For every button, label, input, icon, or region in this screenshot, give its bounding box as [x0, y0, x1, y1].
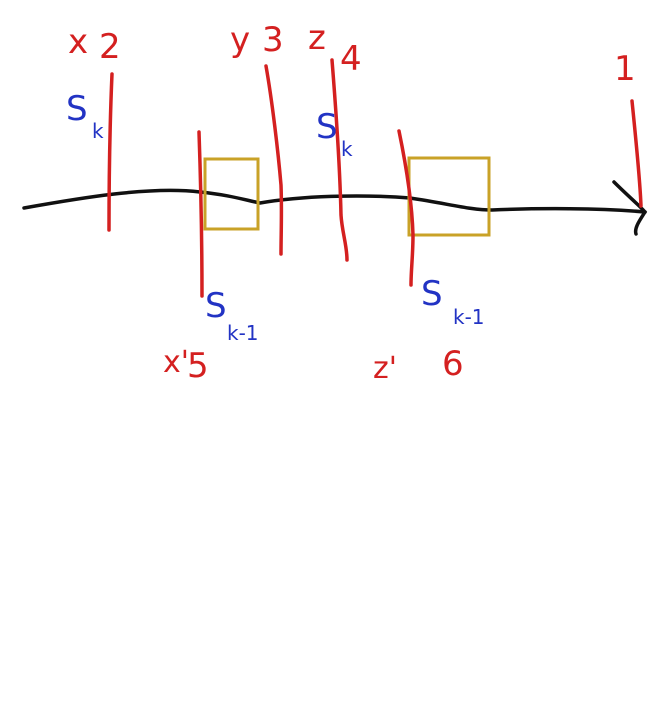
marker-end [630, 99, 643, 208]
label-z-num: 4 [340, 39, 362, 79]
label-s-top-mid: S [316, 107, 338, 147]
label-z-prime-num: 6 [442, 344, 464, 384]
label-s-bottom-left-sub: k-1 [227, 321, 259, 345]
arrow-head [612, 180, 648, 236]
marker-x-prime [197, 130, 204, 298]
label-y: y [230, 20, 250, 60]
label-end-num: 1 [614, 49, 636, 89]
label-x-num: 2 [99, 27, 121, 67]
label-x: x [68, 22, 88, 62]
highlight-box-right [407, 156, 491, 237]
label-s-bottom-left: S [205, 286, 227, 326]
label-z-prime: z' [373, 351, 397, 386]
label-s-top-mid-sub: k [341, 137, 353, 161]
label-s-top-left-sub: k [92, 119, 104, 143]
label-x-prime: x' [163, 345, 189, 380]
label-z: z [308, 18, 326, 58]
label-s-bottom-mid-sub: k-1 [453, 305, 485, 329]
label-s-bottom-mid: S [421, 274, 443, 314]
highlight-box-left [203, 157, 260, 231]
marker-x [107, 72, 114, 232]
axis-line [22, 188, 647, 214]
label-x-prime-num: 5 [187, 346, 209, 386]
label-y-num: 3 [262, 20, 284, 60]
marker-y [264, 64, 284, 256]
label-s-top-left: S [66, 89, 88, 129]
marker-z-prime [397, 129, 415, 287]
marker-z [330, 58, 349, 262]
